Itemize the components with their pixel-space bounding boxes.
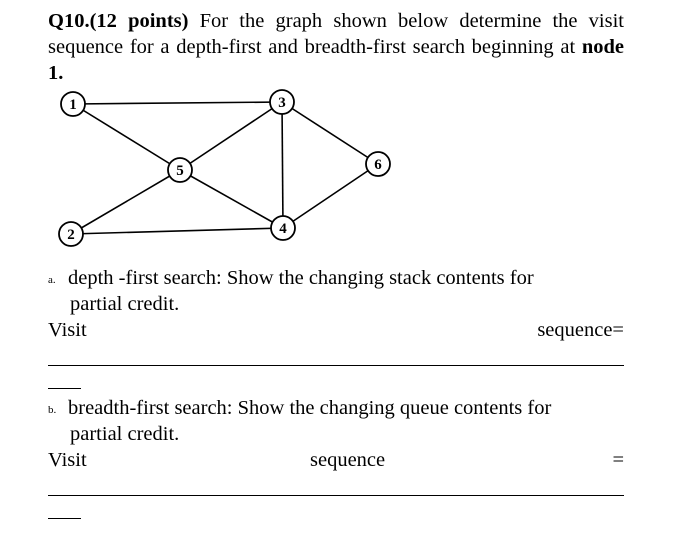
question-points: (12 points) bbox=[89, 10, 189, 32]
part-b-answer-line-short bbox=[48, 518, 81, 519]
graph-diagram: 1 2 3 4 5 6 bbox=[58, 89, 391, 247]
edge-1-5 bbox=[72, 103, 181, 171]
edge-2-4 bbox=[70, 227, 284, 235]
node-5: 5 bbox=[167, 157, 193, 183]
edge-4-5 bbox=[179, 169, 284, 229]
part-b-marker: b. bbox=[48, 404, 57, 416]
node-label: 6 bbox=[374, 157, 382, 173]
part-a-instruction: depth -first search: Show the changing s… bbox=[68, 267, 534, 289]
node-label: 3 bbox=[278, 95, 286, 111]
part-b-visit-label: Visit bbox=[48, 449, 87, 471]
part-b-instruction: breadth-first search: Show the changing … bbox=[68, 397, 552, 419]
part-b-sequence-label: sequence bbox=[310, 449, 386, 471]
part-b-answer-line bbox=[48, 495, 624, 496]
question-number: Q10. bbox=[48, 10, 90, 32]
node-4: 4 bbox=[270, 215, 296, 241]
edge-3-5 bbox=[179, 101, 283, 171]
node-3: 3 bbox=[269, 89, 295, 115]
edge-3-6 bbox=[281, 101, 379, 165]
part-b-equals: = bbox=[612, 449, 624, 471]
part-a-sequence-label: sequence= bbox=[537, 319, 624, 341]
edge-3-4 bbox=[281, 101, 284, 229]
part-a-visit-label: Visit bbox=[48, 319, 87, 341]
edge-4-6 bbox=[282, 163, 379, 229]
node-label: 4 bbox=[279, 221, 287, 237]
part-a-answer-line bbox=[48, 365, 624, 366]
node-2: 2 bbox=[58, 221, 84, 247]
node-label: 5 bbox=[176, 163, 184, 179]
node-1: 1 bbox=[60, 91, 86, 117]
part-a-marker: a. bbox=[48, 274, 56, 286]
part-a-instruction-cont: partial credit. bbox=[70, 293, 180, 315]
part-b-instruction-cont: partial credit. bbox=[70, 423, 180, 445]
node-label: 2 bbox=[67, 227, 75, 243]
edge-1-3 bbox=[72, 101, 283, 105]
node-6: 6 bbox=[365, 151, 391, 177]
part-a-answer-line-short bbox=[48, 388, 81, 389]
question-body: For the graph shown below determine the … bbox=[48, 10, 624, 58]
part-a: a. depth -first search: Show the changin… bbox=[48, 265, 624, 317]
edge-2-5 bbox=[70, 169, 181, 235]
node-label: 1 bbox=[69, 97, 77, 113]
part-b: b. breadth-first search: Show the changi… bbox=[48, 395, 624, 447]
question-text: Q10.(12 points) For the graph shown belo… bbox=[48, 8, 624, 86]
question-start-node: node 1. bbox=[48, 36, 625, 84]
